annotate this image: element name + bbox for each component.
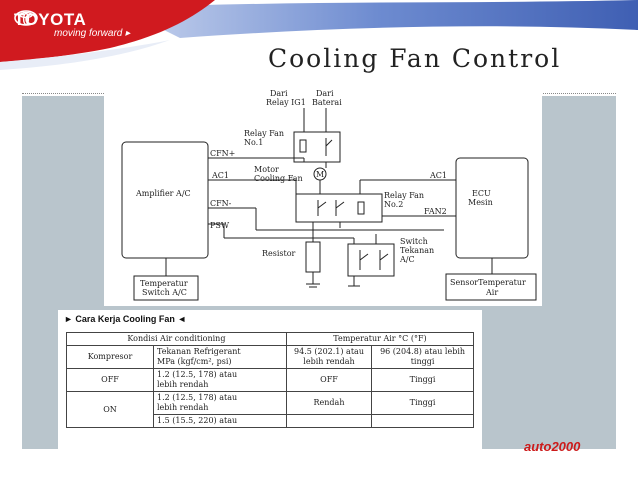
label-sensor-1: SensorTemperatur — [450, 278, 526, 287]
cell-value: OFF — [285, 368, 373, 392]
label-switch-3: A/C — [399, 255, 415, 264]
cell-kompresor: Kompresor — [66, 345, 154, 369]
label-dari-relay-1: Dari — [270, 89, 288, 98]
label-motor-2: Cooling Fan — [254, 174, 303, 183]
cell-pressure: 1.5 (15.5, 220) atau — [153, 414, 287, 428]
label-temp-switch-2: Switch A/C — [142, 288, 187, 297]
header-swoosh — [0, 0, 638, 70]
terminal-fan2: FAN2 — [424, 207, 447, 216]
brand-tagline: moving forward ▸ — [54, 28, 131, 39]
cell-value — [371, 414, 474, 428]
label-relay-fan-1-no: No.1 — [244, 138, 263, 147]
wiring-diagram-svg: Dari Relay IG1 Dari Baterai Relay Fan No… — [121, 89, 537, 301]
toyota-emblem-icon — [14, 10, 38, 26]
label-resistor: Resistor — [262, 249, 296, 258]
motor-symbol: M — [316, 170, 324, 179]
terminal-cfn-minus: CFN- — [210, 199, 232, 208]
auto2000-logo: auto2000 — [524, 440, 581, 452]
label-dari-baterai-2: Baterai — [312, 98, 342, 107]
cell-value — [285, 414, 373, 428]
label-relay-fan-2: Relay Fan — [384, 191, 424, 200]
label-ecu-1: ECU — [472, 189, 491, 198]
label-relay-fan-1: Relay Fan — [244, 129, 284, 138]
terminal-ac1-right: AC1 — [429, 171, 447, 180]
terminal-ac1-left: AC1 — [211, 171, 229, 180]
label-dari-relay-2: Relay IG1 — [266, 98, 306, 107]
cell-value: Tinggi — [371, 391, 474, 415]
label-switch-2: Tekanan — [400, 246, 434, 255]
svg-text:auto2000: auto2000 — [524, 440, 581, 452]
label-motor-1: Motor — [254, 165, 279, 174]
table-row: 1.5 (15.5, 220) atau — [67, 414, 474, 428]
label-switch-1: Switch — [400, 237, 428, 246]
fan-operation-table-area: ► Cara Kerja Cooling Fan ◄ Kondisi Air c… — [58, 310, 482, 449]
label-dari-baterai-1: Dari — [316, 89, 334, 98]
cell-value: Tinggi — [371, 368, 474, 392]
toyota-logo: TOYOTA moving forward ▸ — [14, 10, 130, 39]
fan-operation-table: Kondisi Air conditioning Temperatur Air … — [66, 332, 475, 428]
table-caption: ► Cara Kerja Cooling Fan ◄ — [64, 314, 187, 324]
label-ecu-2: Mesin — [468, 198, 493, 207]
wiring-diagram: Dari Relay IG1 Dari Baterai Relay Fan No… — [104, 84, 542, 306]
table-row: Kondisi Air conditioning Temperatur Air … — [66, 332, 475, 346]
terminal-cfn-plus: CFN+ — [210, 149, 235, 158]
label-sensor-2: Air — [485, 288, 498, 297]
header-temperatur: Temperatur Air °C (°F) — [285, 332, 475, 346]
label-amplifier: Amplifier A/C — [135, 189, 191, 198]
header-banner: TOYOTA moving forward ▸ Cooling Fan Cont… — [0, 0, 638, 82]
cell-off: OFF — [66, 368, 154, 392]
cell-on: ON — [66, 391, 154, 428]
terminal-psw: PSW — [210, 221, 230, 230]
slide-title: Cooling Fan Control — [268, 44, 562, 73]
cell-value: Rendah — [285, 391, 373, 415]
label-relay-fan-2-no: No.2 — [384, 200, 403, 209]
label-temp-switch-1: Temperatur — [140, 279, 188, 288]
header-kondisi: Kondisi Air conditioning — [66, 332, 287, 346]
